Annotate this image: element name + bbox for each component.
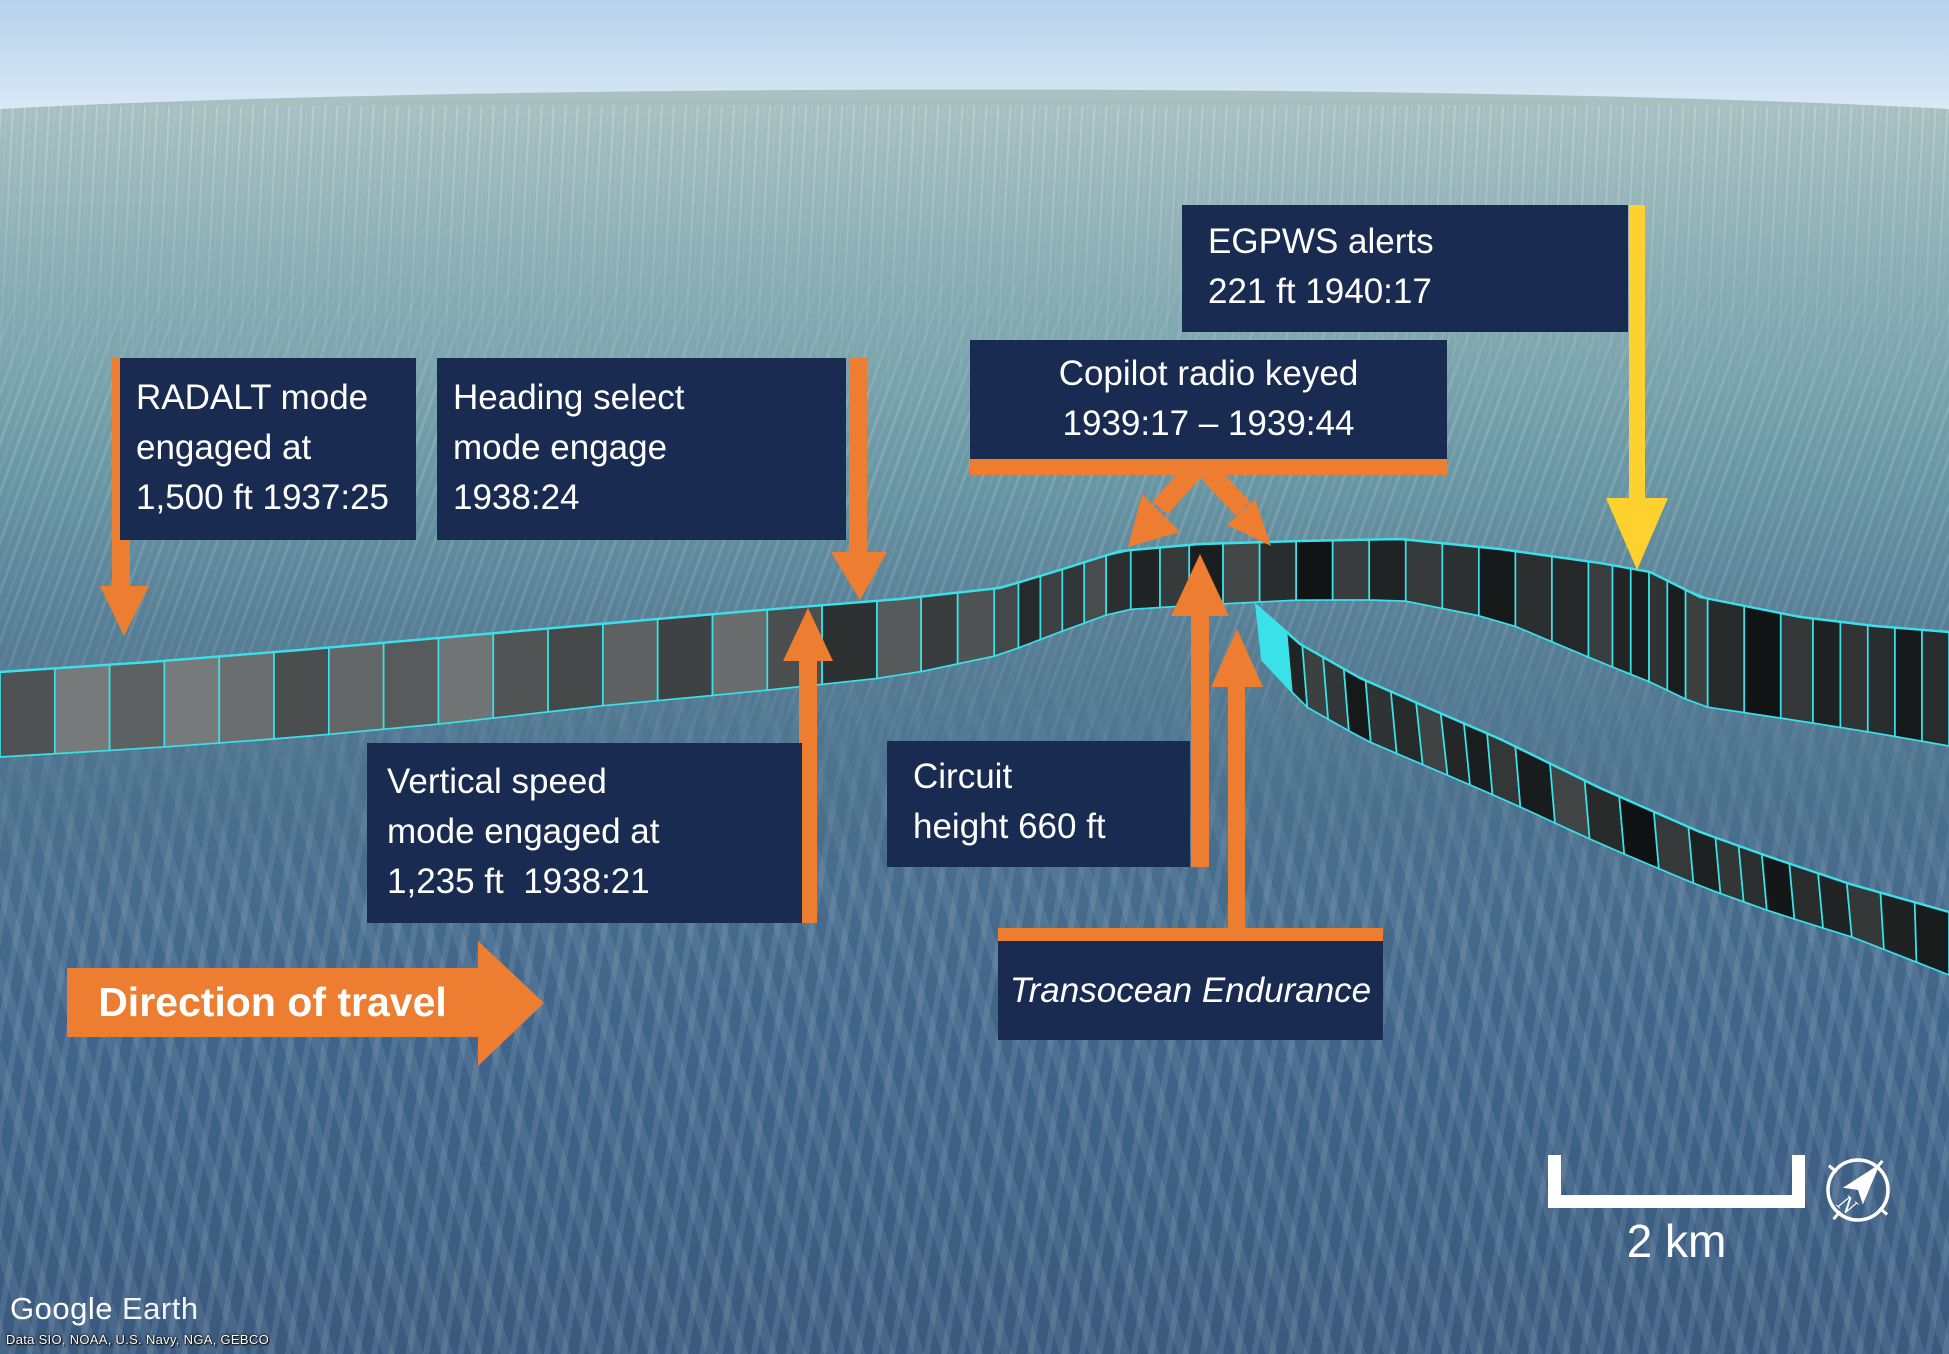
- compass-north-needle: [1842, 1163, 1880, 1205]
- logo-google: Google: [10, 1291, 113, 1326]
- vspeed-line-2: mode engaged at: [387, 812, 660, 851]
- radalt-line-3: 1,500 ft 1937:25: [136, 478, 389, 517]
- vspeed-line-3: 1,235 ft 1938:21: [387, 862, 650, 901]
- heading-line-2: mode engage: [453, 428, 668, 467]
- data-attribution: Data SIO, NOAA, U.S. Navy, NGA, GEBCO: [6, 1332, 269, 1347]
- vertical-speed-label: Vertical speed mode engaged at 1,235 ft …: [367, 743, 802, 923]
- radalt-line-1: RADALT mode: [136, 378, 369, 417]
- vessel-overline-bar: [998, 928, 1383, 941]
- direction-of-travel-label: Direction of travel: [98, 979, 447, 1025]
- heading-line-1: Heading select: [453, 378, 685, 417]
- heading-select-label: Heading select mode engage 1938:24: [437, 358, 846, 540]
- copilot-line-1: Copilot radio keyed: [1058, 354, 1359, 393]
- compass-control[interactable]: N: [1818, 1150, 1898, 1230]
- compass-tick-e: [1878, 1206, 1889, 1216]
- vspeed-line-1: Vertical speed: [387, 762, 607, 801]
- vessel-name-label: Transocean Endurance: [998, 928, 1383, 1040]
- egpws-line-1: EGPWS alerts: [1208, 222, 1434, 261]
- compass-tick-w: [1827, 1164, 1838, 1174]
- copilot-underline-bar: [970, 459, 1447, 475]
- copilot-line-2: 1939:17 – 1939:44: [1062, 404, 1355, 443]
- circuit-line-1: Circuit: [913, 757, 1013, 796]
- copilot-radio-label: Copilot radio keyed 1939:17 – 1939:44: [970, 340, 1447, 475]
- heading-line-3: 1938:24: [453, 478, 580, 517]
- circuit-line-2: height 660 ft: [913, 807, 1106, 846]
- map-scale-label: 2 km: [1626, 1215, 1727, 1267]
- circuit-height-label: Circuit height 660 ft: [887, 741, 1190, 867]
- radalt-label: RADALT mode engaged at 1,500 ft 1937:25: [120, 358, 416, 540]
- egpws-line-2: 221 ft 1940:17: [1208, 272, 1432, 311]
- vessel-name-text: Transocean Endurance: [1009, 970, 1372, 1010]
- logo-earth: Earth: [121, 1291, 199, 1326]
- egpws-alerts-label: EGPWS alerts 221 ft 1940:17: [1182, 205, 1628, 332]
- map-scale-bar: [1548, 1155, 1805, 1208]
- compass-tick-s: [1832, 1210, 1842, 1221]
- radalt-line-2: engaged at: [136, 428, 312, 467]
